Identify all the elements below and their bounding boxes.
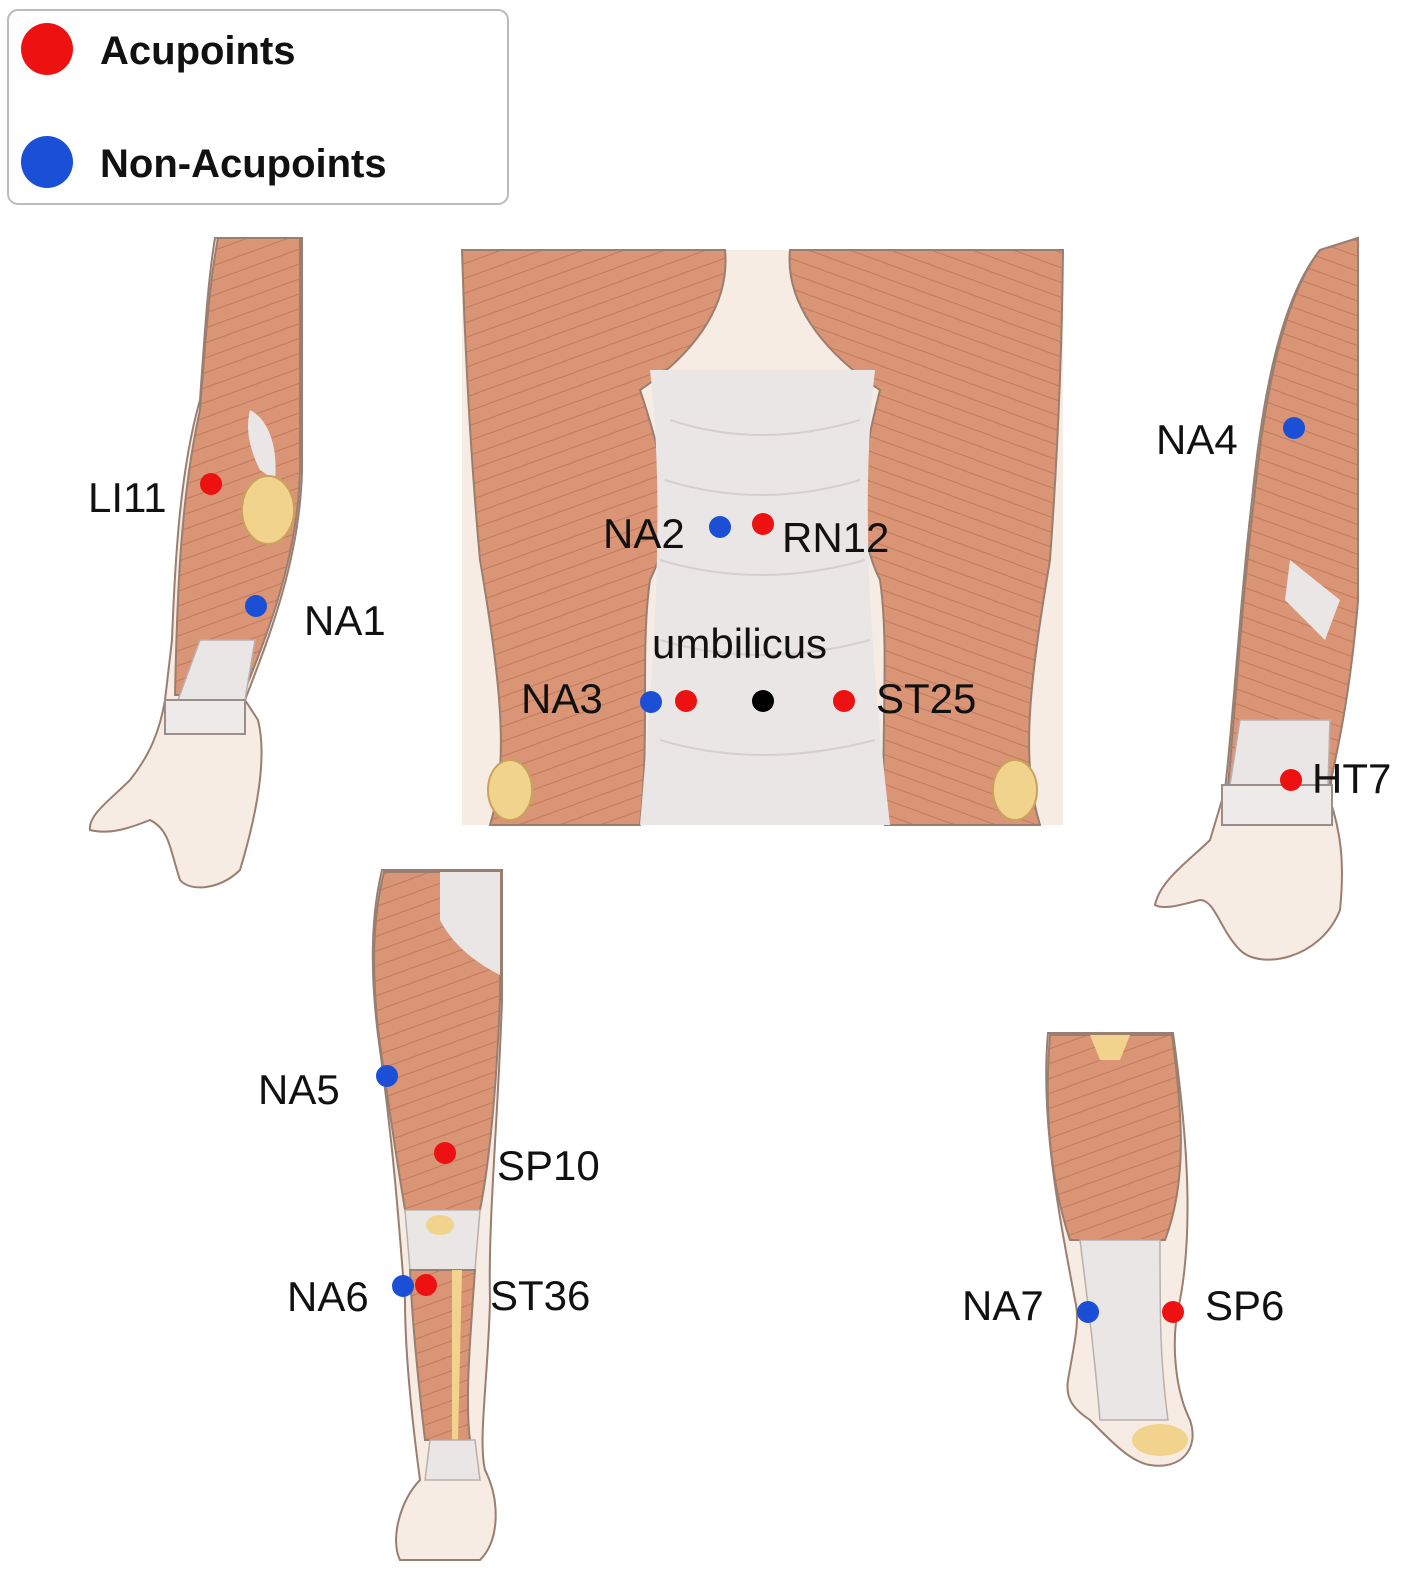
na2-point-dot [709, 516, 731, 538]
na1-point-dot [245, 595, 267, 617]
abdomen-illustration [460, 249, 1065, 826]
umbilicus-label: umbilicus [652, 620, 827, 667]
left-arm-wrist-band [164, 699, 246, 735]
legend-red-dot-icon [21, 23, 73, 75]
leg-illustration [371, 869, 503, 1561]
legend-box [7, 9, 509, 205]
na2-label: NA2 [603, 510, 685, 557]
na6-label: NA6 [287, 1273, 369, 1320]
legend-non-acupoints-label: Non-Acupoints [100, 142, 387, 186]
calf-muscle [1046, 1034, 1182, 1241]
ht7-label: HT7 [1312, 755, 1391, 802]
calf-heel-bone [1132, 1424, 1188, 1456]
st36-point-dot [415, 1274, 437, 1296]
point-labels: LI11 NA1 NA2 RN12 umbilicus NA3 ST25 NA4… [88, 416, 1391, 1329]
point-markers [200, 417, 1305, 1323]
rn12-label: RN12 [782, 514, 889, 561]
ht7-point-dot [1280, 769, 1302, 791]
na3-adjacent-acupoint-dot [675, 690, 697, 712]
st36-label: ST36 [490, 1272, 590, 1319]
umbilicus-dot [752, 690, 774, 712]
na7-label: NA7 [962, 1282, 1044, 1329]
left-arm-muscle [173, 237, 301, 696]
rn12-point-dot [752, 513, 774, 535]
right-arm-tendon [1285, 560, 1340, 640]
li11-point-dot [200, 473, 222, 495]
na6-point-dot [392, 1275, 414, 1297]
calf-knee-bone [1090, 1035, 1130, 1060]
abdomen-left-muscle [460, 249, 727, 826]
sp10-label: SP10 [497, 1142, 600, 1189]
sp10-point-dot [434, 1142, 456, 1164]
sp6-label: SP6 [1205, 1282, 1284, 1329]
right-arm-muscle [1226, 236, 1359, 786]
abdomen-left-hip-bone [487, 759, 533, 821]
leg-shin-bone [452, 1270, 462, 1440]
st25-label: ST25 [876, 675, 976, 722]
abdomen-linea-alba [640, 370, 890, 825]
abdomen-right-hip-bone [992, 759, 1038, 821]
left-arm-tendon [248, 410, 276, 480]
leg-ankle-tendons [424, 1439, 481, 1481]
abdomen-tendon-lines [659, 419, 876, 756]
right-arm-wrist-band [1221, 784, 1333, 826]
na3-point-dot [640, 691, 662, 713]
leg-kneecap-bone [426, 1215, 454, 1235]
na1-label: NA1 [304, 597, 386, 644]
leg-hip-tendon [440, 872, 500, 975]
na7-point-dot [1077, 1301, 1099, 1323]
na5-label: NA5 [258, 1066, 340, 1113]
leg-thigh-muscle [373, 871, 501, 1211]
left-arm-illustration [88, 237, 303, 889]
right-arm-illustration [1153, 236, 1359, 961]
calf-illustration [1045, 1032, 1194, 1467]
left-arm-elbow-bone [241, 475, 295, 545]
na3-label: NA3 [521, 675, 603, 722]
legend-acupoints-label: Acupoints [100, 29, 296, 73]
li11-label: LI11 [88, 474, 167, 521]
sp6-point-dot [1162, 1301, 1184, 1323]
legend-blue-dot-icon [21, 136, 73, 188]
st25-point-dot [833, 690, 855, 712]
na4-label: NA4 [1156, 416, 1238, 463]
na5-point-dot [376, 1065, 398, 1087]
na4-point-dot [1283, 417, 1305, 439]
legend: Acupoints Non-Acupoints [7, 9, 509, 205]
